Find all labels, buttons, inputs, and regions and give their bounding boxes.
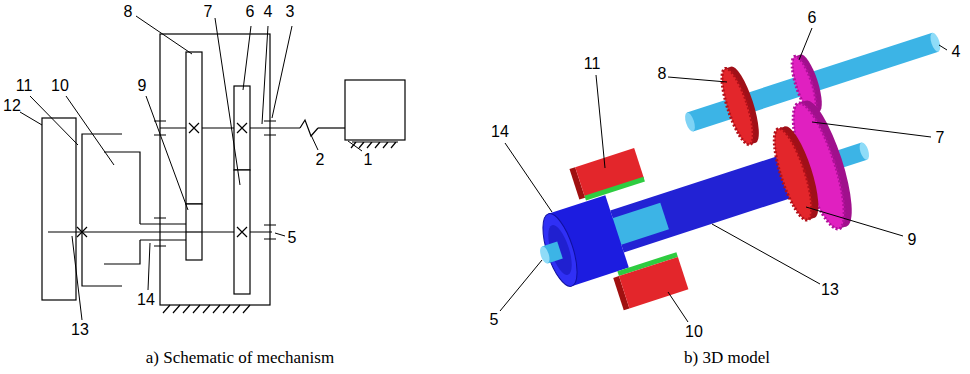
- callout-number: 14: [491, 123, 509, 141]
- gear-symbol: [234, 86, 250, 170]
- clutch-part: [82, 134, 122, 286]
- ground-hatch: [163, 305, 250, 313]
- leader-line: [668, 292, 688, 322]
- leader-line: [262, 26, 268, 124]
- fixed-mark: [77, 227, 87, 237]
- leader-line: [806, 207, 903, 236]
- model-3d: [500, 3, 952, 329]
- ground-hatch: [351, 142, 398, 148]
- leader-line: [146, 96, 188, 210]
- leader-lines: [20, 16, 362, 320]
- drum-face: [536, 210, 584, 290]
- leader-line: [668, 77, 727, 82]
- figure-caption: b) 3D model: [684, 349, 770, 368]
- callout-number: 11: [16, 77, 33, 95]
- callout-number: 6: [246, 3, 255, 21]
- schematic: [20, 16, 405, 320]
- leader-line: [311, 135, 318, 150]
- clutch-shoe: [619, 257, 688, 308]
- brake-frame: [42, 118, 76, 300]
- shaft-end: [683, 111, 697, 132]
- callout-number: 1: [364, 151, 373, 169]
- gear-face: [716, 65, 760, 147]
- callout-number: 14: [137, 291, 155, 309]
- leader-lines: [500, 28, 947, 322]
- input-shaft: [160, 127, 300, 128]
- figure-caption: a) Schematic of mechanism: [146, 349, 334, 368]
- callout-number: 13: [821, 281, 839, 299]
- callout-number: 4: [264, 3, 273, 21]
- leader-line: [148, 243, 150, 290]
- callout-number: 8: [658, 65, 667, 83]
- friction-pad: [584, 177, 645, 201]
- gear-symbol: [186, 52, 202, 204]
- hollow-shaft: [186, 231, 202, 232]
- leader-line: [72, 236, 82, 320]
- bearing-symbol: [264, 121, 276, 135]
- callout-number: 4: [952, 43, 961, 61]
- leader-line: [505, 143, 552, 212]
- leader-line: [275, 233, 285, 236]
- callout-number: 2: [316, 151, 325, 169]
- fixed-mark: [189, 123, 199, 133]
- fixed-mark: [237, 227, 247, 237]
- leader-line: [712, 224, 820, 284]
- shaft-end: [928, 32, 942, 53]
- callout-number: 6: [808, 9, 817, 27]
- bearing-symbol: [154, 218, 166, 246]
- callout-number: 11: [584, 55, 601, 73]
- leader-line: [136, 16, 192, 54]
- clutch-part: [104, 152, 140, 264]
- callout-number: 9: [138, 77, 147, 95]
- callout-number: 7: [204, 3, 213, 21]
- leader-line: [243, 26, 251, 90]
- callout-number: 5: [490, 311, 499, 329]
- hollow-shaft: [140, 239, 186, 240]
- leader-line: [799, 28, 812, 60]
- callout-number: 7: [936, 129, 945, 147]
- callout-number: 3: [286, 3, 295, 21]
- fixed-mark: [237, 123, 247, 133]
- leader-line: [812, 122, 931, 137]
- output-shaft-3d: [518, 80, 892, 330]
- bearing-symbol: [264, 225, 276, 239]
- callout-number: 8: [124, 3, 133, 21]
- leader-line: [596, 75, 605, 168]
- leader-line: [272, 26, 292, 118]
- leader-line: [215, 18, 240, 185]
- callout-number: 9: [908, 231, 917, 249]
- callout-number: 5: [288, 229, 297, 247]
- callout-number: 10: [51, 77, 69, 95]
- leader-line: [20, 112, 42, 125]
- leader-line: [939, 45, 947, 50]
- leader-line: [66, 96, 114, 165]
- hollow-shaft: [140, 223, 186, 224]
- leader-line: [500, 260, 542, 311]
- coupling-symbol: [300, 120, 318, 136]
- callout-number: 13: [71, 321, 89, 339]
- motor-box: [345, 80, 405, 140]
- gearbox-housing: [160, 34, 270, 305]
- leader-line: [348, 141, 362, 151]
- gear-symbol: [234, 170, 250, 294]
- gear-symbol: [186, 204, 202, 260]
- shaft-end: [858, 141, 871, 161]
- motor-shaft: [318, 127, 345, 128]
- callout-number: 10: [685, 323, 703, 341]
- callout-number: 12: [3, 97, 21, 115]
